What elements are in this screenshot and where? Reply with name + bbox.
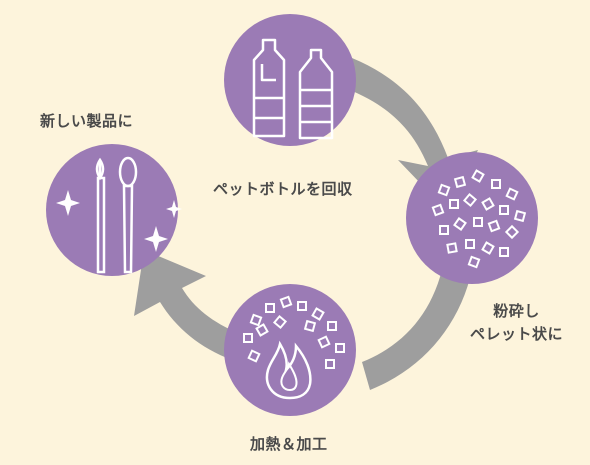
step-label-new-product: 新しい製品に — [40, 112, 134, 130]
arrow-crush-to-heat — [362, 270, 470, 390]
step-label-crush: 粉砕し ペレット状に — [470, 300, 563, 346]
pet-bottles-icon — [252, 38, 334, 140]
arrow-heat-to-new — [134, 250, 240, 360]
flame-pellets-icon — [243, 295, 345, 400]
collect-circle — [224, 14, 356, 146]
makeup-brushes-sparkle-icon — [56, 156, 182, 274]
step-label-crush-line2: ペレット状に — [470, 325, 564, 343]
step-label-crush-line1: 粉砕し — [493, 302, 540, 320]
pellets-icon — [431, 169, 527, 269]
crush-circle — [406, 152, 538, 284]
step-label-collect: ペットボトルを回収 — [213, 180, 353, 198]
new-product-circle — [46, 144, 178, 276]
step-label-heat: 加熱＆加工 — [250, 435, 328, 453]
